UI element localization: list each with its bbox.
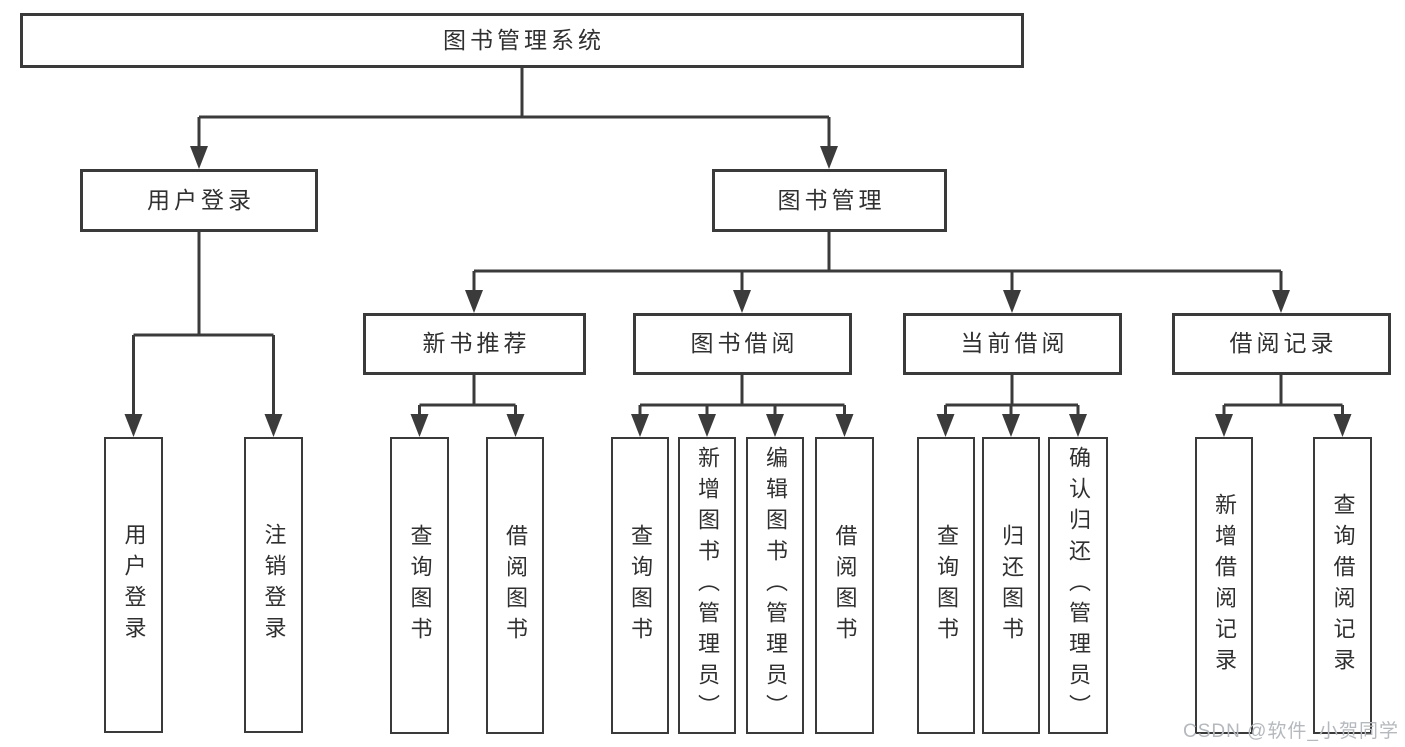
leaf-confirm-return-admin: 确认归还（管理员） (1048, 437, 1108, 734)
leaf-query-books-current: 查询图书 (917, 437, 975, 734)
node-label: 注销登录 (261, 523, 287, 647)
node-label: 新增借阅记录 (1212, 492, 1237, 679)
leaf-borrow-books: 借阅图书 (815, 437, 874, 734)
leaf-query-books-recommend: 查询图书 (390, 437, 449, 734)
node-label: 图书管理系统 (443, 26, 605, 53)
node-book-borrowing: 图书借阅 (633, 313, 852, 375)
leaf-add-books-admin: 新增图书（管理员） (678, 437, 736, 734)
leaf-borrow-books-recommend: 借阅图书 (486, 437, 544, 734)
arrowheads (124, 146, 1352, 437)
node-new-book-recommend: 新书推荐 (363, 313, 586, 375)
leaf-add-borrow-record: 新增借阅记录 (1195, 437, 1253, 734)
node-current-borrowing: 当前借阅 (903, 313, 1122, 375)
leaf-return-books: 归还图书 (982, 437, 1040, 734)
node-user-login: 用户登录 (80, 169, 318, 232)
node-label: 借阅记录 (1229, 330, 1338, 357)
leaf-edit-books-admin: 编辑图书（管理员） (746, 437, 804, 734)
leaf-user-login: 用户登录 (104, 437, 163, 733)
node-label: 图书管理 (777, 186, 886, 213)
node-label: 查询图书 (628, 523, 653, 648)
watermark-text: CSDN @软件_小贺同学 (1183, 721, 1399, 742)
node-label: 借阅图书 (832, 523, 858, 648)
node-label: 用户登录 (121, 523, 147, 647)
node-label: 图书借阅 (690, 330, 799, 357)
node-label: 新增图书（管理员） (695, 446, 720, 725)
node-borrowing-records: 借阅记录 (1172, 313, 1391, 375)
leaf-logout: 注销登录 (244, 437, 303, 733)
node-label: 确认归还（管理员） (1066, 446, 1091, 725)
node-label: 查询图书 (934, 523, 959, 648)
node-label: 当前借阅 (960, 330, 1069, 357)
node-label: 查询图书 (407, 523, 433, 648)
node-label: 查询借阅记录 (1330, 492, 1356, 679)
node-label: 新书推荐 (422, 330, 531, 357)
node-book-management: 图书管理 (712, 169, 947, 232)
leaf-query-borrow-record: 查询借阅记录 (1313, 437, 1372, 734)
node-label: 编辑图书（管理员） (763, 446, 788, 725)
node-label: 归还图书 (999, 523, 1024, 648)
node-label: 用户登录 (147, 186, 255, 213)
node-library-system: 图书管理系统 (20, 13, 1024, 68)
node-label: 借阅图书 (503, 523, 528, 648)
leaf-query-books-borrow: 查询图书 (611, 437, 669, 734)
